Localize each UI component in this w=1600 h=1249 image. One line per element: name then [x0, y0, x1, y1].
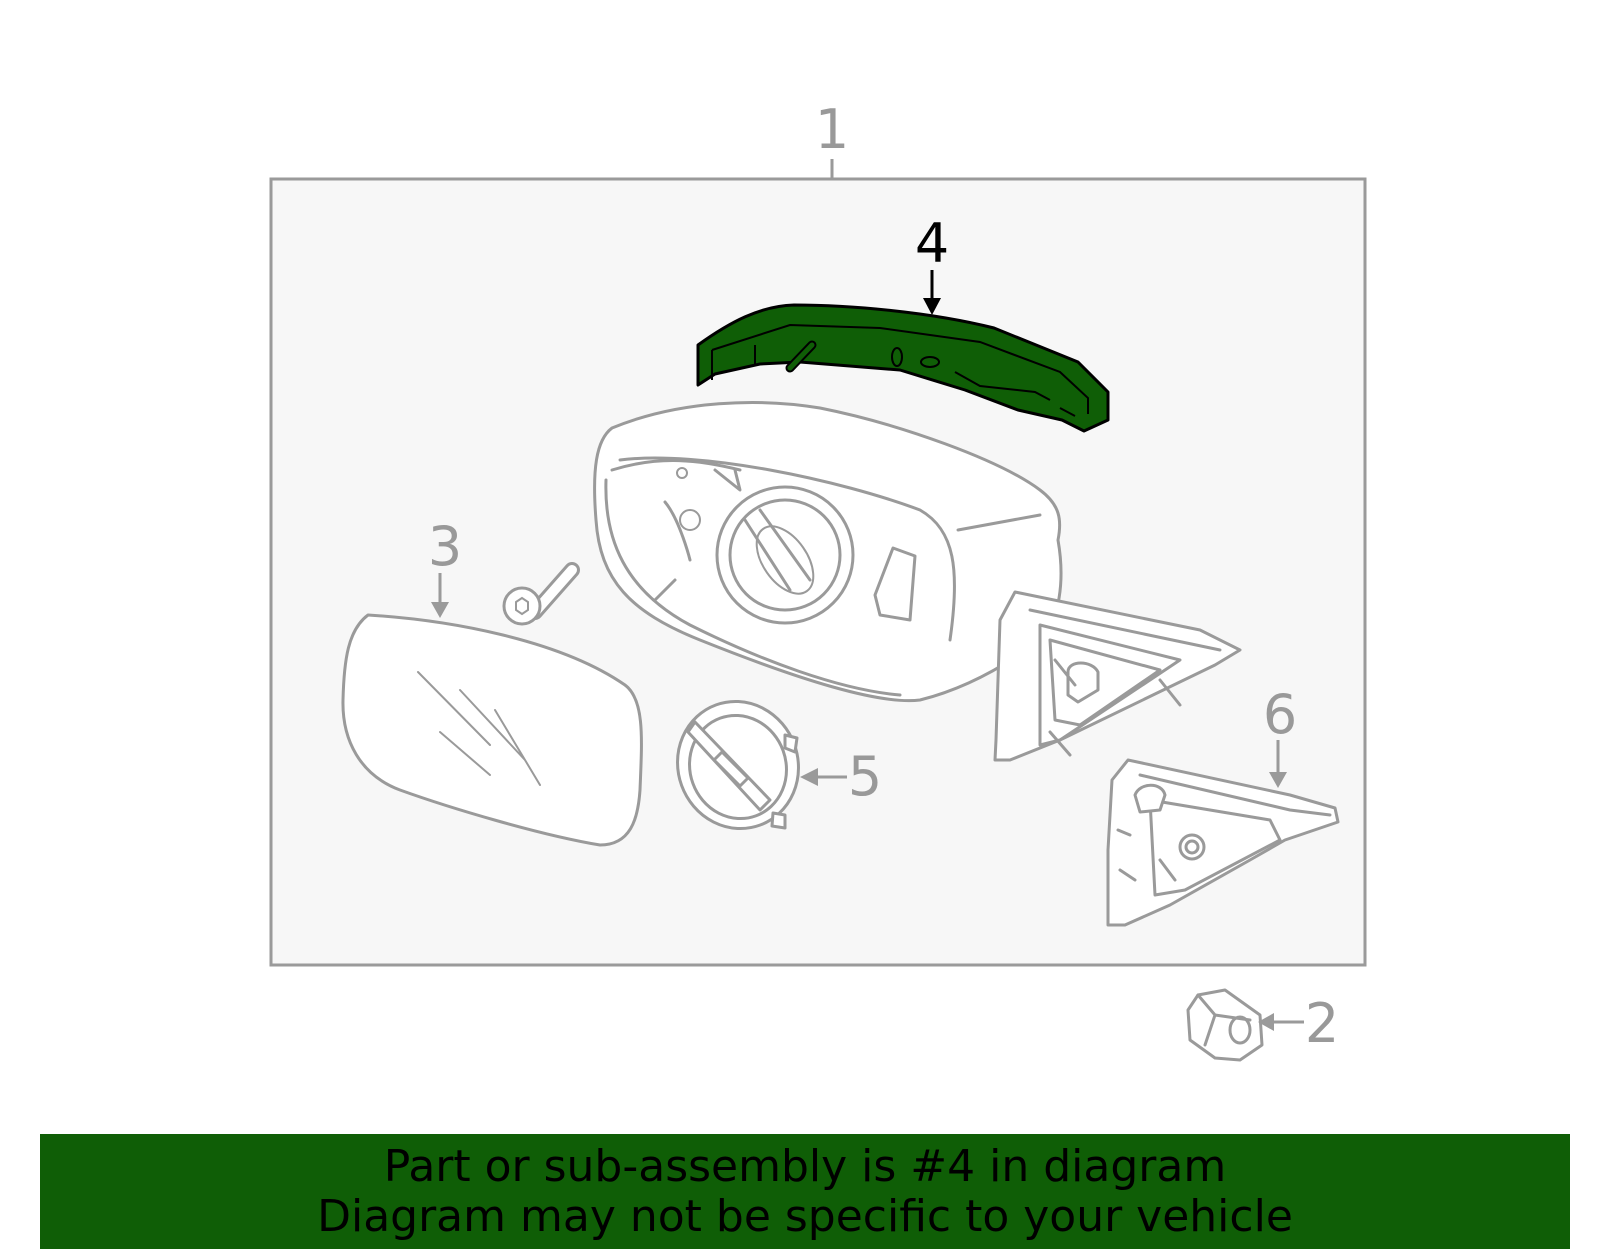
banner-line-2: Diagram may not be specific to your vehi… [317, 1191, 1293, 1242]
part-5-actuator[interactable] [660, 684, 817, 845]
info-banner: Part or sub-assembly is #4 in diagram Di… [40, 1134, 1570, 1249]
callout-2-arrowhead [1258, 1013, 1274, 1031]
banner-line-1: Part or sub-assembly is #4 in diagram [383, 1141, 1227, 1192]
callout-1[interactable]: 1 [815, 98, 849, 161]
mirror-housing [593, 401, 1063, 703]
part-2-nut[interactable] [1186, 988, 1264, 1062]
callout-5-arrowhead [800, 768, 818, 786]
callout-5[interactable]: 5 [848, 745, 882, 808]
part-3-mirror-glass[interactable] [341, 613, 643, 847]
callout-3[interactable]: 3 [428, 515, 462, 578]
callout-6-arrowhead [1269, 772, 1287, 788]
screw [502, 562, 580, 626]
callout-6[interactable]: 6 [1263, 683, 1297, 746]
part-6-base-cover[interactable] [1106, 758, 1340, 927]
callout-4[interactable]: 4 [915, 212, 949, 275]
part-4-cover[interactable] [696, 303, 1110, 433]
callout-4-arrowhead [923, 298, 941, 315]
callout-3-arrowhead [431, 602, 449, 618]
callout-2[interactable]: 2 [1305, 992, 1339, 1055]
mirror-base [993, 590, 1242, 762]
